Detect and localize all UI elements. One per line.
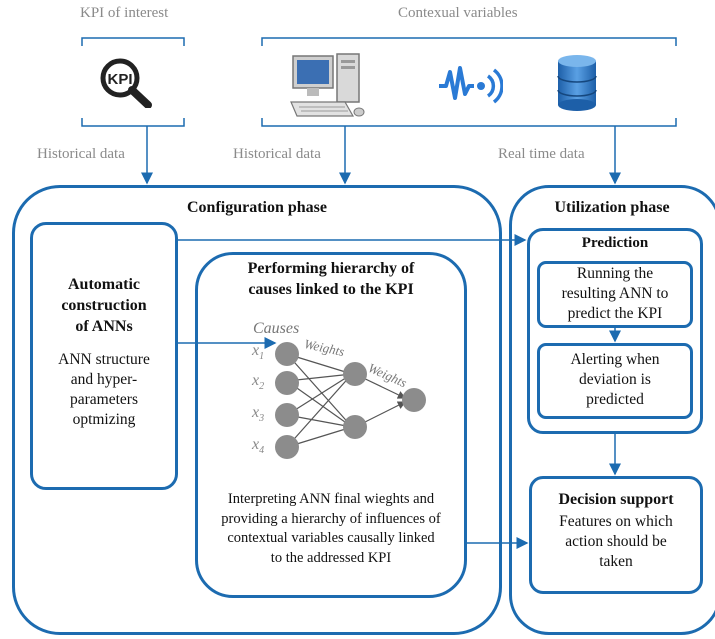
automatic-construction-body: ANN structure and hyper- parameters optm… [30,350,178,430]
input-label-x4: x4 [252,436,265,457]
prediction-title: Prediction [581,235,649,251]
input-label-x1: x1 [252,342,265,363]
auto-body-line-3: parameters [70,391,138,408]
hierarchy-title-line-2: causes linked to the KPI [248,281,414,298]
alert-line-2: deviation is [579,371,651,388]
historical-data-label-1: Historical data [37,146,125,162]
auto-body-line-2: and hyper- [70,371,138,388]
running-line-1: Running the [576,265,654,282]
decision-support-body: Features on which action should be taken [529,512,703,572]
decision-line-1: Features on which [559,513,673,530]
decision-line-2: action should be [565,533,667,550]
input-neuron-1 [275,342,299,366]
kpi-magnifier-icon: KPI [100,58,152,108]
kpi-of-interest-label: KPI of interest [80,5,169,21]
decision-support-title: Decision support [558,491,674,508]
neural-network [286,353,407,448]
auto-title-line-3: of ANNs [75,318,133,335]
hierarchy-title: Performing hierarchy of causes linked to… [195,258,467,300]
running-line-3: predict the KPI [567,305,663,322]
contextual-variables-label: Contexual variables [398,5,518,21]
utilization-phase-title: Utilization phase [554,199,670,216]
sensor-signal-icon [439,66,503,104]
input-neuron-2 [275,371,299,395]
context-bracket [261,37,677,46]
automatic-construction-box [30,222,178,490]
running-line-2: resulting ANN to [561,285,669,302]
running-ann-text: Running the resulting ANN to predict the… [537,264,693,324]
auto-title-line-2: construction [61,297,147,314]
neurons [275,342,426,459]
prediction-box [527,228,703,434]
input-label-x2: x2 [252,372,265,393]
hidden-neuron-2 [343,415,367,439]
kpi-icon-text: KPI [107,71,132,88]
decision-support-box [529,476,703,594]
configuration-phase-title: Configuration phase [186,199,328,216]
kpi-bracket-bottom [81,118,185,127]
auto-title-line-1: Automatic [68,276,140,293]
configuration-phase-box [12,185,502,635]
running-ann-box [537,261,693,328]
auto-body-line-1: ANN structure [58,351,150,368]
input-label-x3: x3 [252,404,265,425]
alert-line-3: predicted [586,391,644,408]
hierarchy-desc-line-3: contextual variables causally linked [227,530,435,546]
context-bracket-bottom [261,118,677,127]
input-neuron-4 [275,435,299,459]
hierarchy-box [195,252,467,598]
historical-data-label-2: Historical data [233,146,321,162]
utilization-phase-box [509,185,715,635]
alerting-text: Alerting when deviation is predicted [537,350,693,410]
computer-icon [290,53,365,117]
causes-label: Causes [253,320,300,337]
real-time-data-label: Real time data [498,146,585,162]
automatic-construction-title: Automatic construction of ANNs [30,274,178,337]
auto-body-line-4: optmizing [72,411,136,428]
database-icon [557,55,597,111]
hierarchy-description: Interpreting ANN final wieghts and provi… [195,490,467,568]
input-neuron-3 [275,403,299,427]
kpi-bracket [81,37,185,46]
decision-line-3: taken [599,553,633,570]
alerting-box [537,343,693,419]
output-neuron [402,388,426,412]
alert-line-1: Alerting when [570,351,660,368]
hierarchy-title-line-1: Performing hierarchy of [247,260,415,277]
hierarchy-desc-line-4: to the addressed KPI [270,549,392,566]
hierarchy-desc-line-1: Interpreting ANN final wieghts and [227,491,435,507]
hierarchy-desc-line-2: providing a hierarchy of influences of [221,510,441,527]
hidden-neuron-1 [343,362,367,386]
